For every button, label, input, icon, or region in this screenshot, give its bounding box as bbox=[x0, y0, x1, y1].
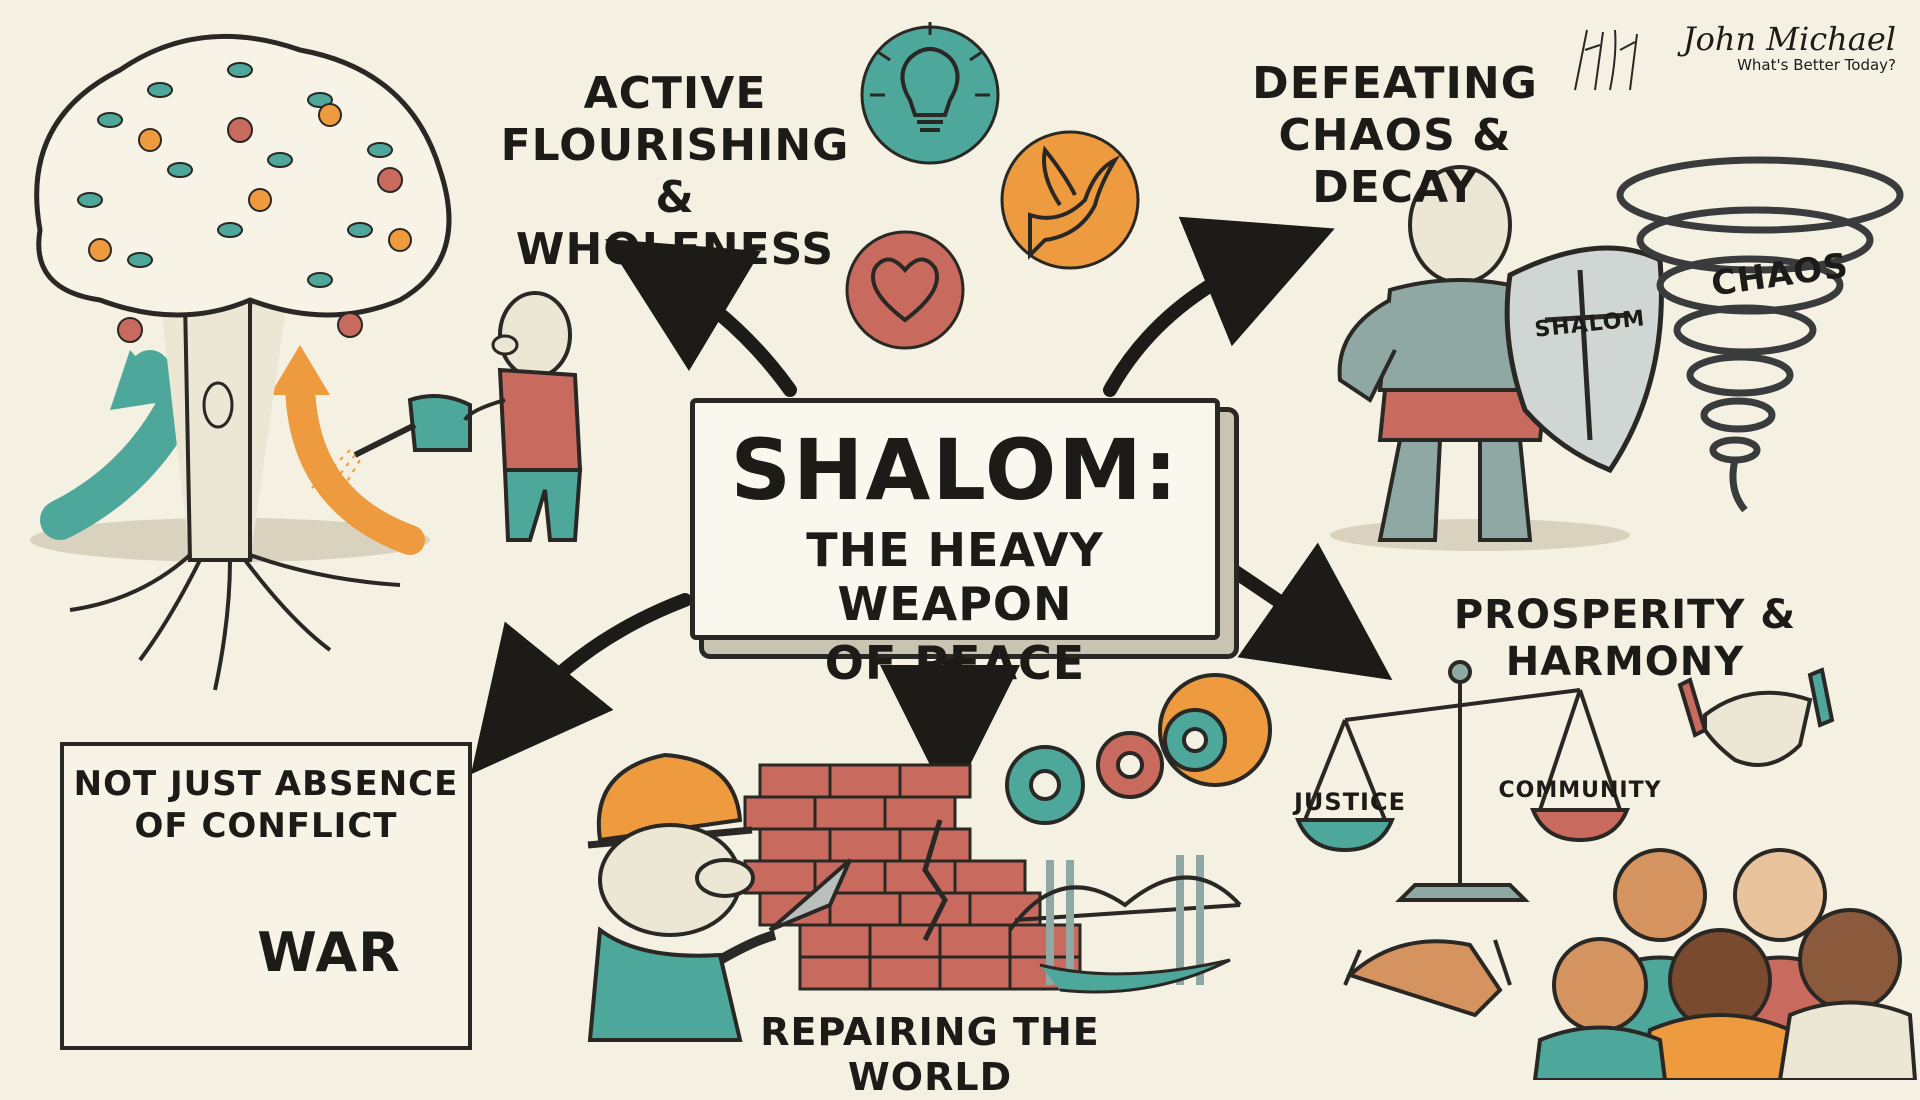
bridge-illustration bbox=[1008, 855, 1242, 994]
heart-icon bbox=[845, 230, 965, 350]
brick-wall-illustration bbox=[743, 763, 1082, 991]
brand-signature: John Michael What's Better Today? bbox=[1683, 20, 1896, 74]
war-word: WAR bbox=[257, 921, 401, 984]
prosperity-label: PROSPERITY & HARMONY bbox=[1453, 592, 1797, 686]
not-conflict-line-2: OF CONFLICT bbox=[134, 806, 398, 846]
chaos-line-2: CHAOS & DECAY bbox=[1278, 109, 1512, 213]
flourishing-label: ACTIVE FLOURISHING & WHOLENESS bbox=[500, 68, 850, 276]
gardener-illustration bbox=[309, 291, 583, 542]
lightbulb-icon bbox=[860, 22, 1000, 165]
tornado-illustration bbox=[1616, 156, 1904, 513]
builder-illustration bbox=[587, 752, 852, 1042]
knight-illustration bbox=[1330, 165, 1664, 551]
flourishing-tree-illustration bbox=[30, 33, 452, 691]
flourishing-line-3: & WHOLENESS bbox=[515, 171, 835, 275]
main-title: SHALOM: bbox=[730, 421, 1180, 519]
scales-of-justice-illustration bbox=[1295, 660, 1630, 902]
repair-label: REPAIRING THE WORLD bbox=[760, 1010, 1100, 1099]
subtitle-line-1: THE HEAVY WEAPON bbox=[806, 523, 1104, 632]
brand-sketch-mark bbox=[1574, 29, 1638, 91]
central-title-box: SHALOM: THE HEAVY WEAPON OF PEACE bbox=[690, 398, 1220, 690]
connector-arrows bbox=[470, 216, 1393, 805]
brand-tagline: What's Better Today? bbox=[1737, 56, 1896, 74]
flourishing-line-2: FLOURISHING bbox=[500, 119, 850, 171]
chaos-line-1: DEFEATING bbox=[1252, 58, 1538, 109]
not-conflict-line-1: NOT JUST ABSENCE bbox=[73, 764, 459, 804]
brand-name: John Michael bbox=[1682, 20, 1896, 58]
handshake-icon bbox=[1677, 667, 1835, 767]
subtitle-line-2: OF PEACE bbox=[824, 635, 1086, 690]
dove-icon bbox=[1000, 130, 1140, 270]
chaos-label: DEFEATING CHAOS & DECAY bbox=[1200, 58, 1590, 214]
justice-label: JUSTICE bbox=[1293, 788, 1406, 816]
flourishing-line-1: ACTIVE bbox=[583, 68, 767, 119]
not-conflict-box: NOT JUST ABSENCE OF CONFLICT WAR bbox=[60, 742, 472, 1050]
gears-icon bbox=[1005, 673, 1272, 825]
community-label: COMMUNITY bbox=[1498, 778, 1662, 803]
community-people-illustration bbox=[1343, 848, 1918, 1080]
